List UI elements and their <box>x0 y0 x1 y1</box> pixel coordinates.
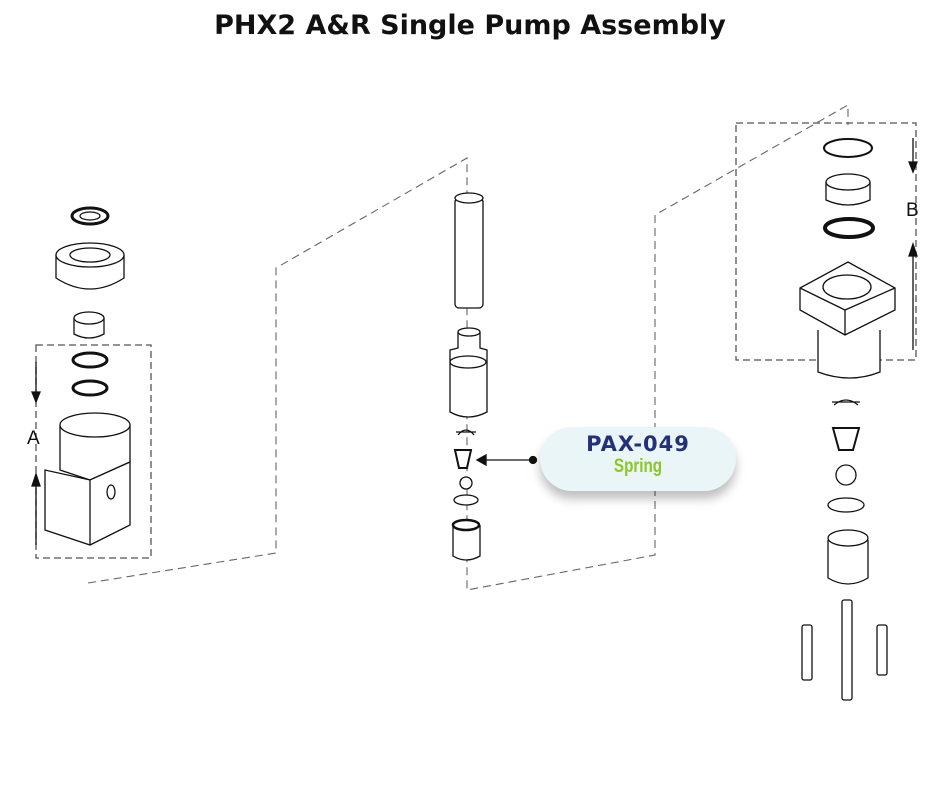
group-a-parts <box>31 206 152 559</box>
arrowhead-icon <box>475 453 487 467</box>
part-name: Spring <box>613 456 663 477</box>
center-parts <box>449 192 538 561</box>
perspective-guide-lines <box>87 104 849 591</box>
part-number: PAX-049 <box>586 432 690 456</box>
group-b-label: B <box>906 200 919 221</box>
part-callout[interactable]: PAX-049 Spring <box>540 427 736 491</box>
page-title: PHX2 A&R Single Pump Assembly <box>214 10 726 41</box>
group-b-parts <box>735 122 918 701</box>
leader-dot <box>528 455 538 465</box>
group-a-box <box>35 344 152 559</box>
group-a-label: A <box>27 428 40 449</box>
